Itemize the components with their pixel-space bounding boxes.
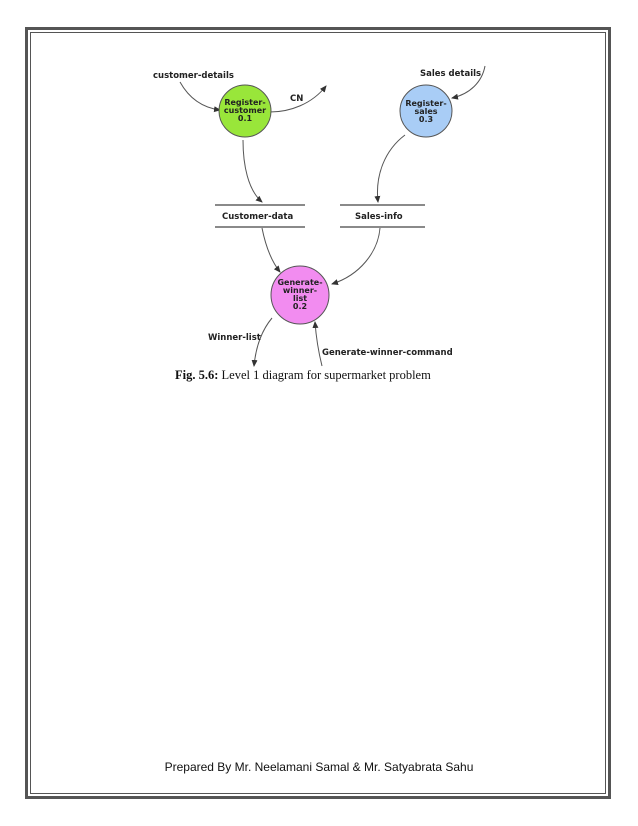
store-customer-data: Customer-data [215,204,305,228]
process-register-customer-circle [218,84,272,138]
process-generate-winner-list-line3: list [293,294,307,303]
label-winner-list: Winner-list [208,333,261,343]
process-generate-winner-list-line2: winner- [283,286,317,295]
process-register-sales-line1: Register- [405,99,446,108]
flow-p1-to-customer-data [242,139,263,203]
flow-cn [269,85,327,113]
process-generate-winner-list: Generate- winner- list 0.2 [270,265,330,325]
process-register-customer-line2: customer [224,106,266,115]
flow-sales-details [451,65,486,100]
flow-customer-data-to-p2 [261,227,281,273]
page-footer: Prepared By Mr. Neelamani Samal & Mr. Sa… [164,760,474,774]
store-sales-info: Sales-info [340,204,425,228]
process-register-customer-line1: Register- [224,98,265,107]
process-generate-winner-list-circle [270,265,330,325]
process-register-sales-line2: sales [414,107,437,116]
page-border-inner [30,32,606,794]
process-register-sales: Register- sales 0.3 [399,84,453,138]
process-register-customer: Register- customer 0.1 [218,84,272,138]
flow-p3-to-sales-info [374,134,406,203]
label-customer-details: customer-details [153,71,234,81]
label-cn: CN [290,94,303,104]
process-register-sales-line3: 0.3 [419,115,433,124]
label-generate-winner-command: Generate-winner-command [322,348,453,358]
process-generate-winner-list-line1: Generate- [277,278,322,287]
caption-text: Level 1 diagram for supermarket problem [218,368,431,382]
figure-caption: Fig. 5.6: Level 1 diagram for supermarke… [175,368,431,383]
process-generate-winner-list-line4: 0.2 [293,302,307,311]
store-label-customer-data: Customer-data [222,212,293,222]
page-border [25,27,611,799]
flow-sales-info-to-p2 [331,227,381,286]
flow-winner-list [251,317,273,367]
process-register-sales-circle [399,84,453,138]
flow-generate-winner-command [312,321,323,367]
flow-customer-details [179,81,221,113]
process-register-customer-line3: 0.1 [238,114,253,123]
store-label-sales-info: Sales-info [355,212,403,222]
label-sales-details: Sales details [420,69,481,79]
caption-prefix: Fig. 5.6: [175,368,219,382]
